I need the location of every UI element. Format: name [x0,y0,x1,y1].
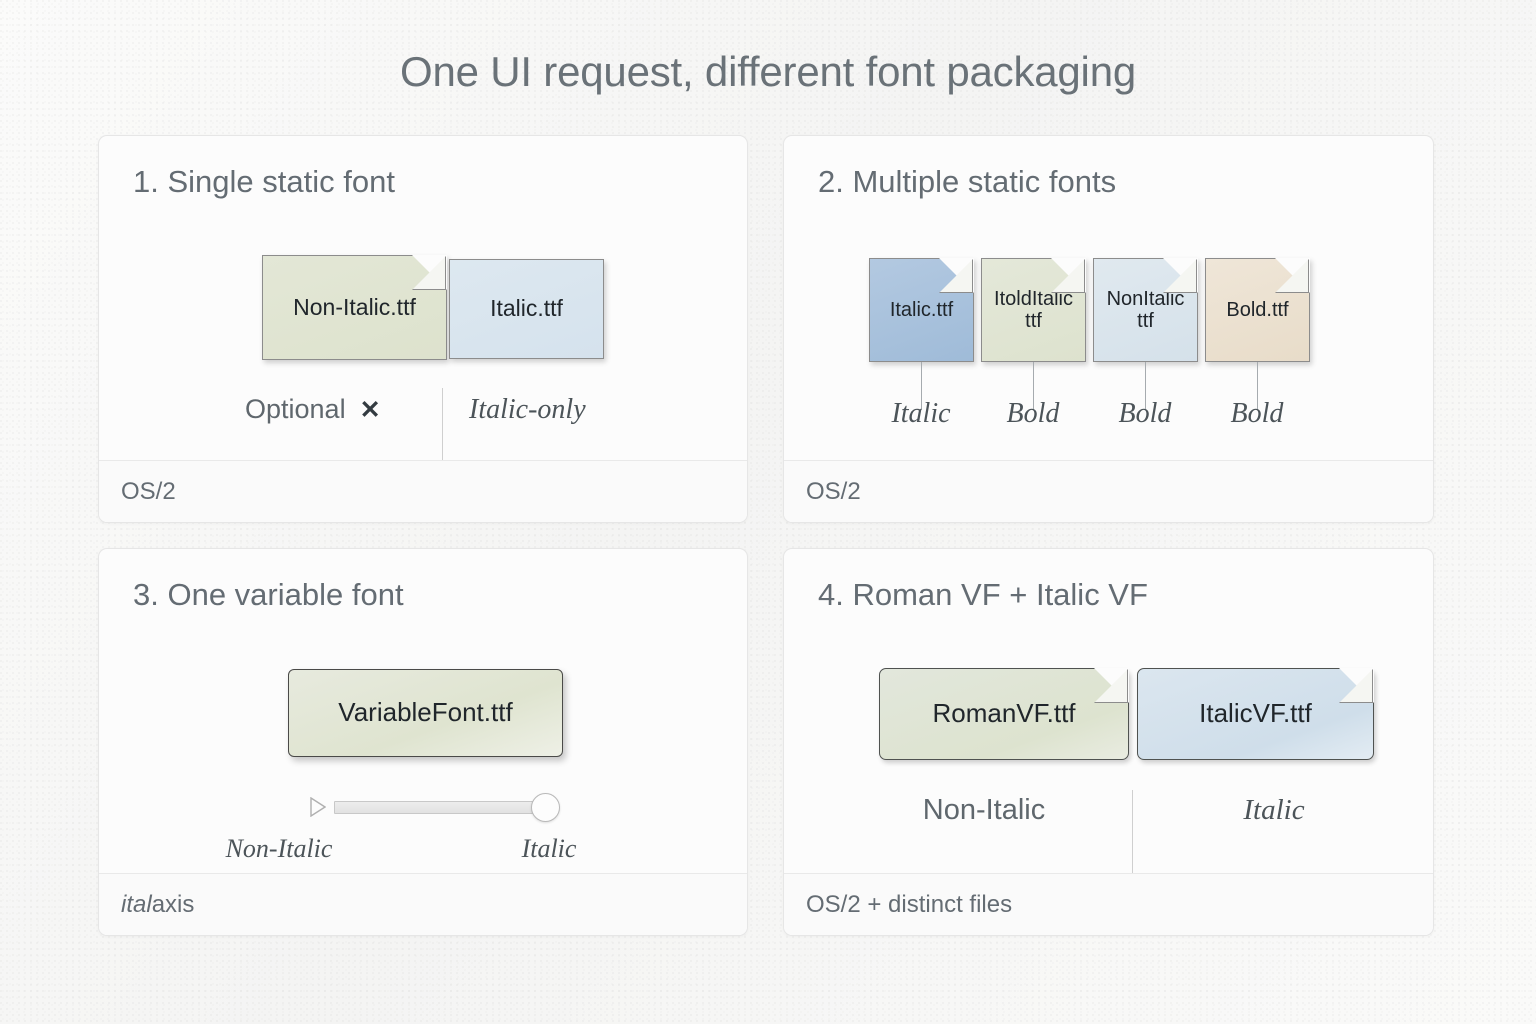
file-card-italicvf-ttf[interactable]: ItalicVF.ttf [1137,668,1374,760]
file-card-label: VariableFont.ttf [338,697,513,728]
file-card-label: Italic.ttf [490,295,563,322]
file-card-italic-ttf[interactable]: Italic.ttf [449,259,604,359]
file-card-label: Bold.ttf [1226,298,1289,321]
panel-4-captions: Non-Italic Italic [784,790,1433,876]
caption-optional: Optional ✕ [245,394,381,425]
caption-italic-only: Italic-only [469,394,586,425]
file-style-label: Bold [1006,398,1060,429]
panel-2-footer: OS/2 [784,460,1433,522]
panel-multiple-static-fonts: 2. Multiple static fonts Italic.ttf Itol… [783,135,1434,523]
ital-axis-slider[interactable] [99,792,747,828]
panel-4-footer: OS/2 + distinct files [784,873,1433,935]
file-card-bold-ttf[interactable]: Bold.ttf [1205,258,1310,362]
file-card-variablefont-ttf[interactable]: VariableFont.ttf [288,669,563,757]
file-card-label: Italic.ttf [889,298,954,321]
panel-one-variable-font: 3. One variable font VariableFont.ttf No… [98,548,748,936]
panel-roman-vf-italic-vf: 4. Roman VF + Italic VF RomanVF.ttf Ital… [783,548,1434,936]
file-card-label: ItalicVF.ttf [1199,698,1312,729]
panel-1-captions: Optional ✕ Italic-only [99,388,747,468]
panel-4-footer-label: OS/2 + distinct files [806,890,1013,918]
file-style-label: Bold [1118,398,1172,429]
caption-non-italic: Non-Italic [922,794,1046,826]
file-card-label: Non-Italic.ttf [293,293,416,320]
panel-1-footer: OS/2 [99,460,747,522]
page-title: One UI request, different font packaging [399,48,1137,95]
slider-thumb[interactable] [531,793,560,822]
caption-divider [442,388,443,468]
file-style-label: Bold [1230,398,1284,429]
panel-2-footer-label: OS/2 [806,477,861,505]
slider-track[interactable] [334,801,544,814]
x-mark-icon: ✕ [359,395,381,424]
caption-optional-label: Optional [245,394,346,424]
panel-3-footer-axis-name: ital [121,890,152,918]
panel-3-footer: ital axis [99,873,747,935]
slider-label-right: Italic [521,834,577,863]
file-card-italic-ttf[interactable]: Italic.ttf [869,258,974,362]
panel-1-footer-label: OS/2 [121,477,176,505]
panel-3-footer-rest: axis [151,890,195,918]
file-card-romanvf-ttf[interactable]: RomanVF.ttf [879,668,1129,760]
panel-single-static-font: 1. Single static font Non-Italic.ttf Ita… [98,135,748,523]
file-card-label: RomanVF.ttf [932,698,1076,729]
file-style-label: Italic [891,398,951,429]
caption-divider [1132,790,1133,876]
caption-italic: Italic [1243,794,1305,826]
play-triangle-icon [310,797,326,817]
slider-label-left: Non-Italic [225,834,333,863]
file-card-non-italic-ttf[interactable]: Non-Italic.ttf [262,255,447,360]
